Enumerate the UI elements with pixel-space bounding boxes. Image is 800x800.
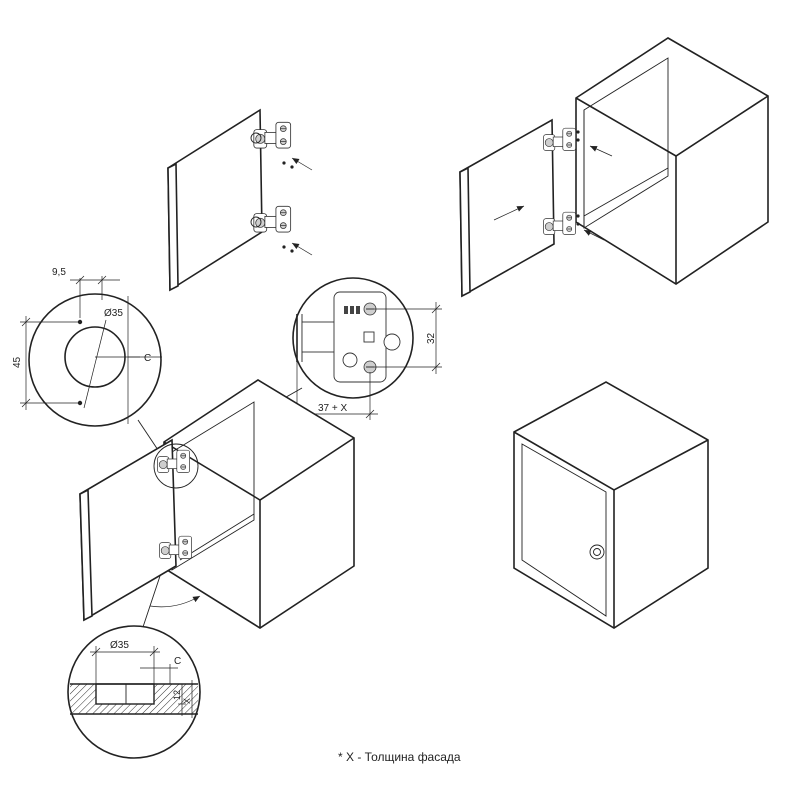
cup-depth-label: 12 xyxy=(172,690,182,700)
door-panel-open xyxy=(79,438,177,622)
screw-arrows-step1 xyxy=(282,157,313,256)
door-panel-step1 xyxy=(167,108,263,292)
footnote: * X - Толщина фасада xyxy=(338,750,461,764)
door-hinge-lower-step1 xyxy=(250,205,292,233)
screw-arrows-step2 xyxy=(576,130,613,241)
hole-diameter-label: Ø35 xyxy=(104,308,123,319)
cup-section-detail-circle: Ø35 C 12 X xyxy=(67,625,201,759)
section-edge-label: C xyxy=(174,656,181,667)
mounting-plate-detail-circle: 32 37 + X xyxy=(185,277,442,455)
edge-distance-label: C xyxy=(144,353,151,364)
cabinet-step2 xyxy=(575,37,769,285)
hinge-upper-open xyxy=(153,443,199,489)
drilling-detail-circle: C Ø35 9,5 45 xyxy=(12,267,163,457)
hole-spacing-label: 45 xyxy=(12,356,23,368)
door-panel-step2 xyxy=(459,118,555,298)
door-swing-arrow xyxy=(149,595,201,608)
door-hinge-upper-step1 xyxy=(250,121,292,149)
hinge-cup-icon xyxy=(589,544,605,560)
cabinet-open xyxy=(163,379,355,629)
cabinet-closed xyxy=(513,381,709,629)
plate-spacing-label: 32 xyxy=(426,332,437,344)
thickness-label: X xyxy=(182,698,192,704)
section-diameter-label: Ø35 xyxy=(110,640,129,651)
plate-offset-label: 37 + X xyxy=(318,403,348,414)
offset-label: 9,5 xyxy=(52,267,66,278)
